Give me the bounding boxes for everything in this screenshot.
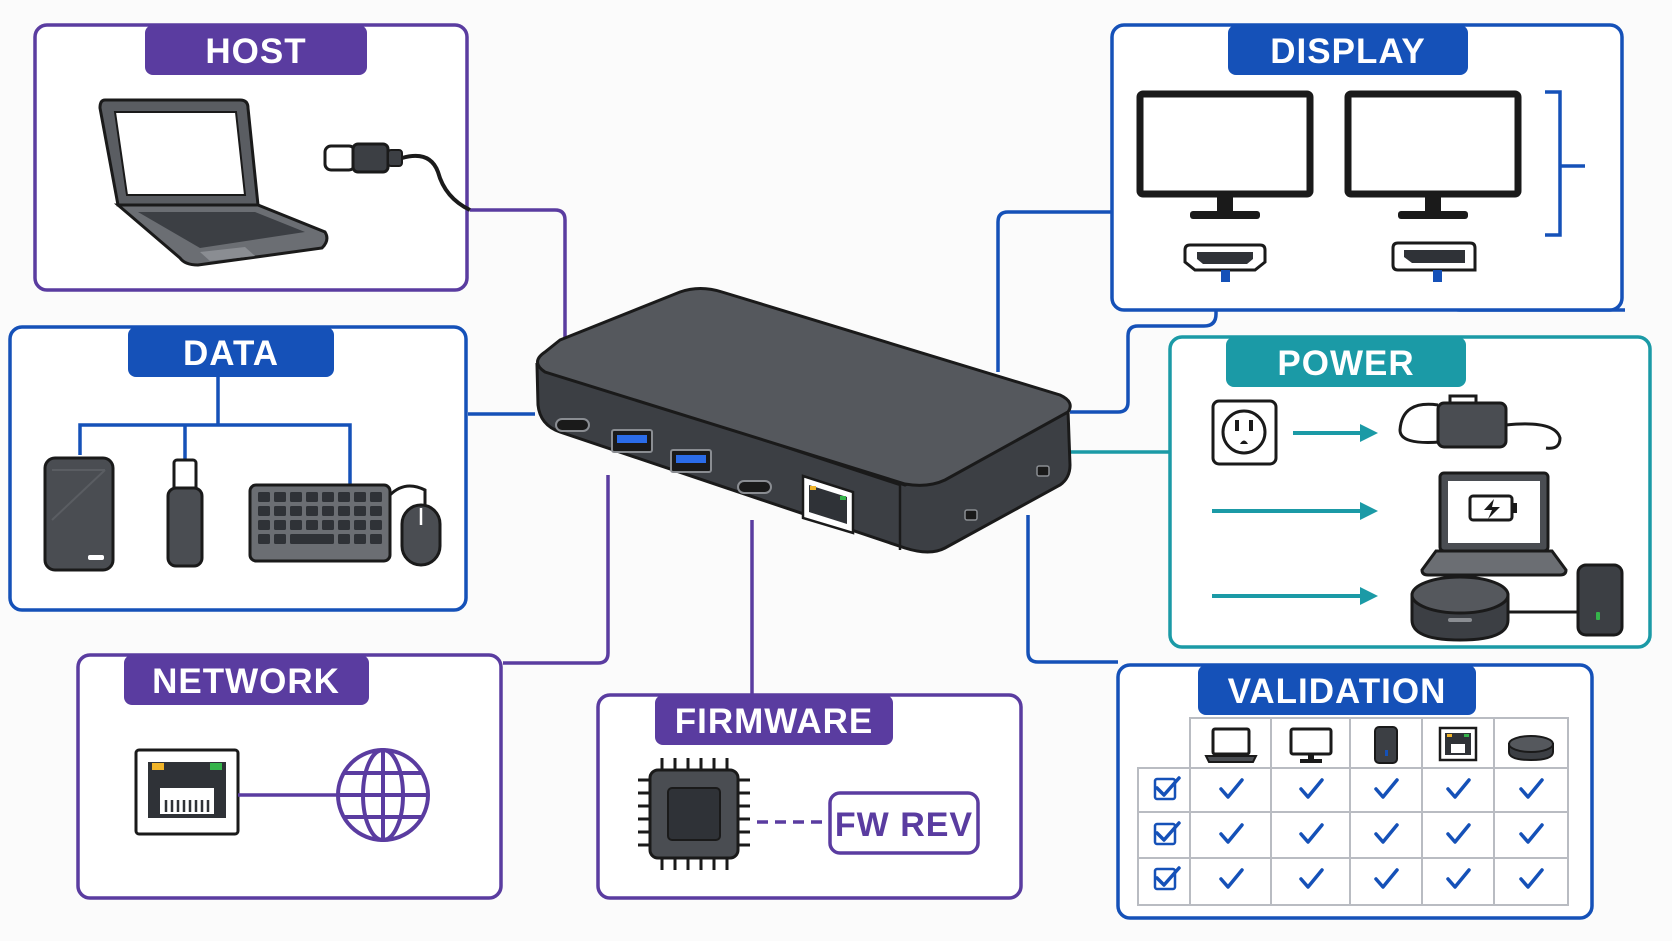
power-title-tab [1226,337,1466,387]
network-section: NETWORK [76,653,503,900]
monitor-icon [1344,90,1522,219]
display-connector-2 [1070,282,1218,414]
power-title: POWER [1277,344,1414,383]
power-adapter-icon [1398,394,1562,450]
external-drive-icon [43,456,115,572]
display-section: DISPLAY [1110,23,1624,312]
chip-icon [638,758,750,870]
validation-check-mark [1519,778,1544,799]
dock-side-port-2 [1036,465,1050,477]
keyboard-icon [248,483,392,563]
monitor-icon [1136,90,1314,219]
arrow-icon [1212,424,1378,605]
validation-title-tab [1198,665,1476,715]
laptop-icon [1204,727,1258,763]
usb-c-dock [535,287,1072,554]
displayport-icon [1391,241,1477,282]
data-title-tab [128,327,334,377]
validation-check-mark [1299,868,1324,889]
dock-side-port-1 [964,509,978,521]
globe-icon [336,748,430,842]
network-title: NETWORK [152,662,340,701]
host-connector [470,208,567,340]
fw-rev-badge-box [828,791,980,855]
validation-check-mark [1219,778,1244,799]
firmware-section: FIRMWARE FW REV [596,693,1023,900]
validation-check-mark [1299,823,1324,844]
puck-device-icon [1410,575,1510,642]
battery-device-icon [1576,563,1624,637]
validation-row-checkbox[interactable] [1153,821,1181,846]
drive-icon [1374,726,1398,764]
validation-check-mark [1374,778,1399,799]
display-connector-1 [996,210,1112,372]
network-title-tab [124,655,369,705]
validation-connector [1026,515,1118,664]
validation-check-mark [1219,823,1244,844]
validation-grid [1137,717,1569,906]
dock-usb-c-port-1 [555,418,590,432]
dock-usb-a-port-1 [611,429,653,453]
laptop-charging-icon [1420,471,1568,577]
validation-row-checkbox[interactable] [1153,866,1181,891]
validation-check-mark [1374,868,1399,889]
validation-check-mark [1374,823,1399,844]
usb-flash-drive-icon [166,458,204,568]
validation-check-mark [1519,868,1544,889]
ethernet-port-icon [1438,726,1478,762]
wall-outlet-icon [1211,399,1278,466]
firmware-title: FIRMWARE [675,702,874,741]
host-title-tab [145,25,367,75]
puck-icon [1508,735,1554,762]
network-connector [503,475,610,665]
validation-check-mark [1446,868,1471,889]
validation-check-mark [1299,778,1324,799]
firmware-title-tab [655,695,893,745]
monitor-icon [1289,727,1333,763]
ethernet-port-icon [134,748,240,836]
validation-row-checkbox[interactable] [1153,776,1181,801]
dock-usb-a-port-2 [670,449,712,473]
usb-c-cable-icon [323,142,471,212]
hdmi-port-icon [1183,243,1267,282]
validation-check-mark [1519,823,1544,844]
data-section: DATA [8,325,468,612]
dock-top-face [536,287,1072,487]
validation-check-mark [1446,823,1471,844]
display-bracket [1545,90,1585,237]
validation-title: VALIDATION [1228,672,1447,711]
validation-check-mark [1446,778,1471,799]
host-section: HOST [33,23,471,292]
validation-check-mark [1219,868,1244,889]
fw-rev-badge: FW REV [835,806,973,844]
dock-usb-c-port-2 [737,480,772,494]
data-title: DATA [183,334,279,373]
mouse-icon [388,484,442,567]
dock-ethernet-port [801,474,855,535]
validation-rows [1153,776,1544,891]
display-title: DISPLAY [1270,32,1425,71]
display-title-tab [1228,25,1468,75]
laptop-icon [98,98,329,267]
power-section: POWER [1168,335,1652,649]
host-title: HOST [205,32,306,71]
validation-section: VALIDATION [1116,663,1594,920]
